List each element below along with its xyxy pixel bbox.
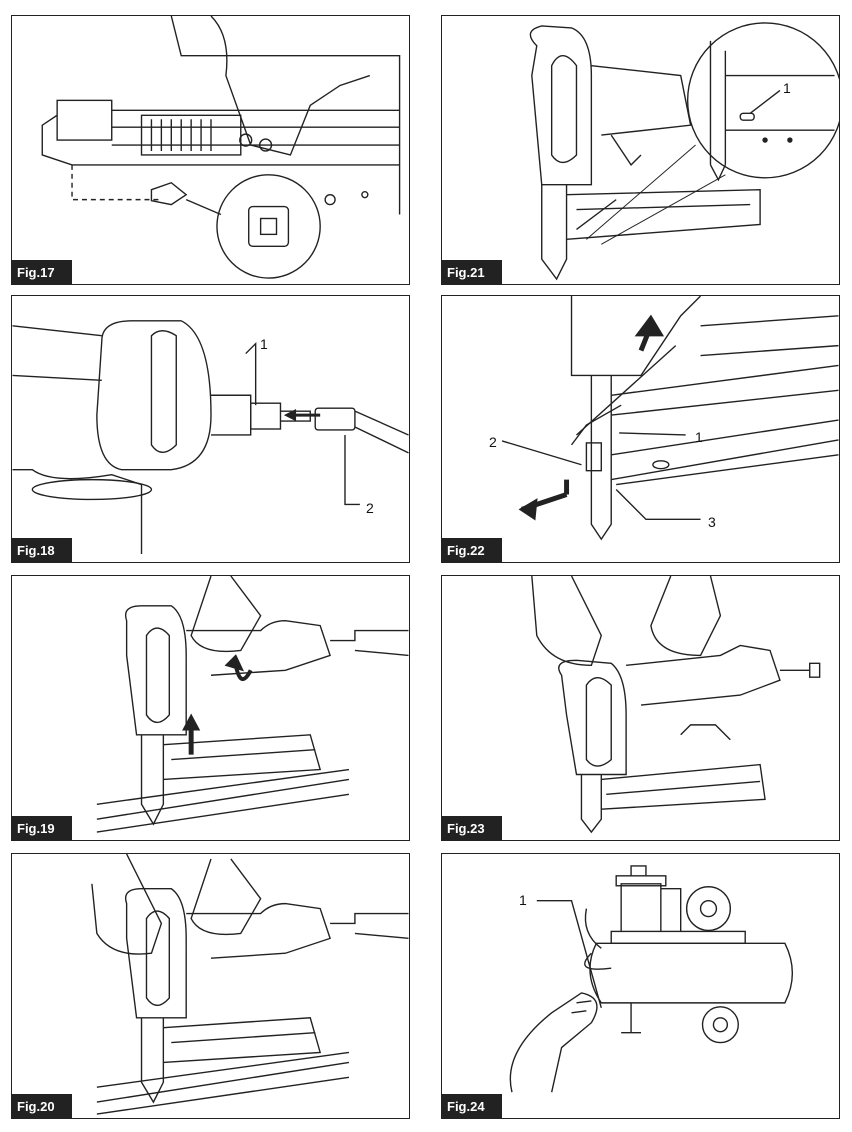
figure-20-panel: Fig.20 — [11, 853, 410, 1119]
callout-3: 3 — [708, 514, 716, 530]
nailer-trigger-lock-illustration — [96, 576, 409, 833]
callout-2: 2 — [366, 500, 374, 516]
figure-23-panel: Fig.23 — [441, 575, 840, 841]
nailer-firing-illustration — [91, 854, 409, 1115]
figure-label: Fig.19 — [12, 816, 72, 840]
callout-1: 1 — [260, 336, 268, 352]
figure-24-panel: 1 Fig.24 — [441, 853, 840, 1119]
figure-22-panel: 1 2 3 Fig.22 — [441, 295, 840, 563]
callout-2: 2 — [489, 434, 497, 450]
magazine-cap-illustration — [41, 16, 401, 279]
figure-21-panel: 1 Fig.21 — [441, 15, 840, 285]
figure-label: Fig.24 — [442, 1094, 502, 1118]
nailer-latch-illustration — [529, 22, 839, 281]
air-compressor-drain-illustration — [509, 865, 793, 1093]
figure-label: Fig.17 — [12, 260, 72, 284]
figure-17-panel: Fig.17 — [11, 15, 410, 285]
figure-18-panel: 1 2 Fig.18 — [11, 295, 410, 563]
nailer-hold-illustration — [531, 576, 821, 834]
figure-label: Fig.20 — [12, 1094, 72, 1118]
figure-label: Fig.21 — [442, 260, 502, 284]
callout-1: 1 — [783, 80, 791, 96]
figure-19-panel: Fig.19 — [11, 575, 410, 841]
callout-1: 1 — [519, 892, 527, 908]
figure-label: Fig.23 — [442, 816, 502, 840]
air-hose-connection-illustration — [12, 320, 409, 555]
figure-label: Fig.18 — [12, 538, 72, 562]
jam-clearing-illustration — [501, 296, 839, 541]
figure-label: Fig.22 — [442, 538, 502, 562]
callout-1: 1 — [695, 429, 703, 445]
